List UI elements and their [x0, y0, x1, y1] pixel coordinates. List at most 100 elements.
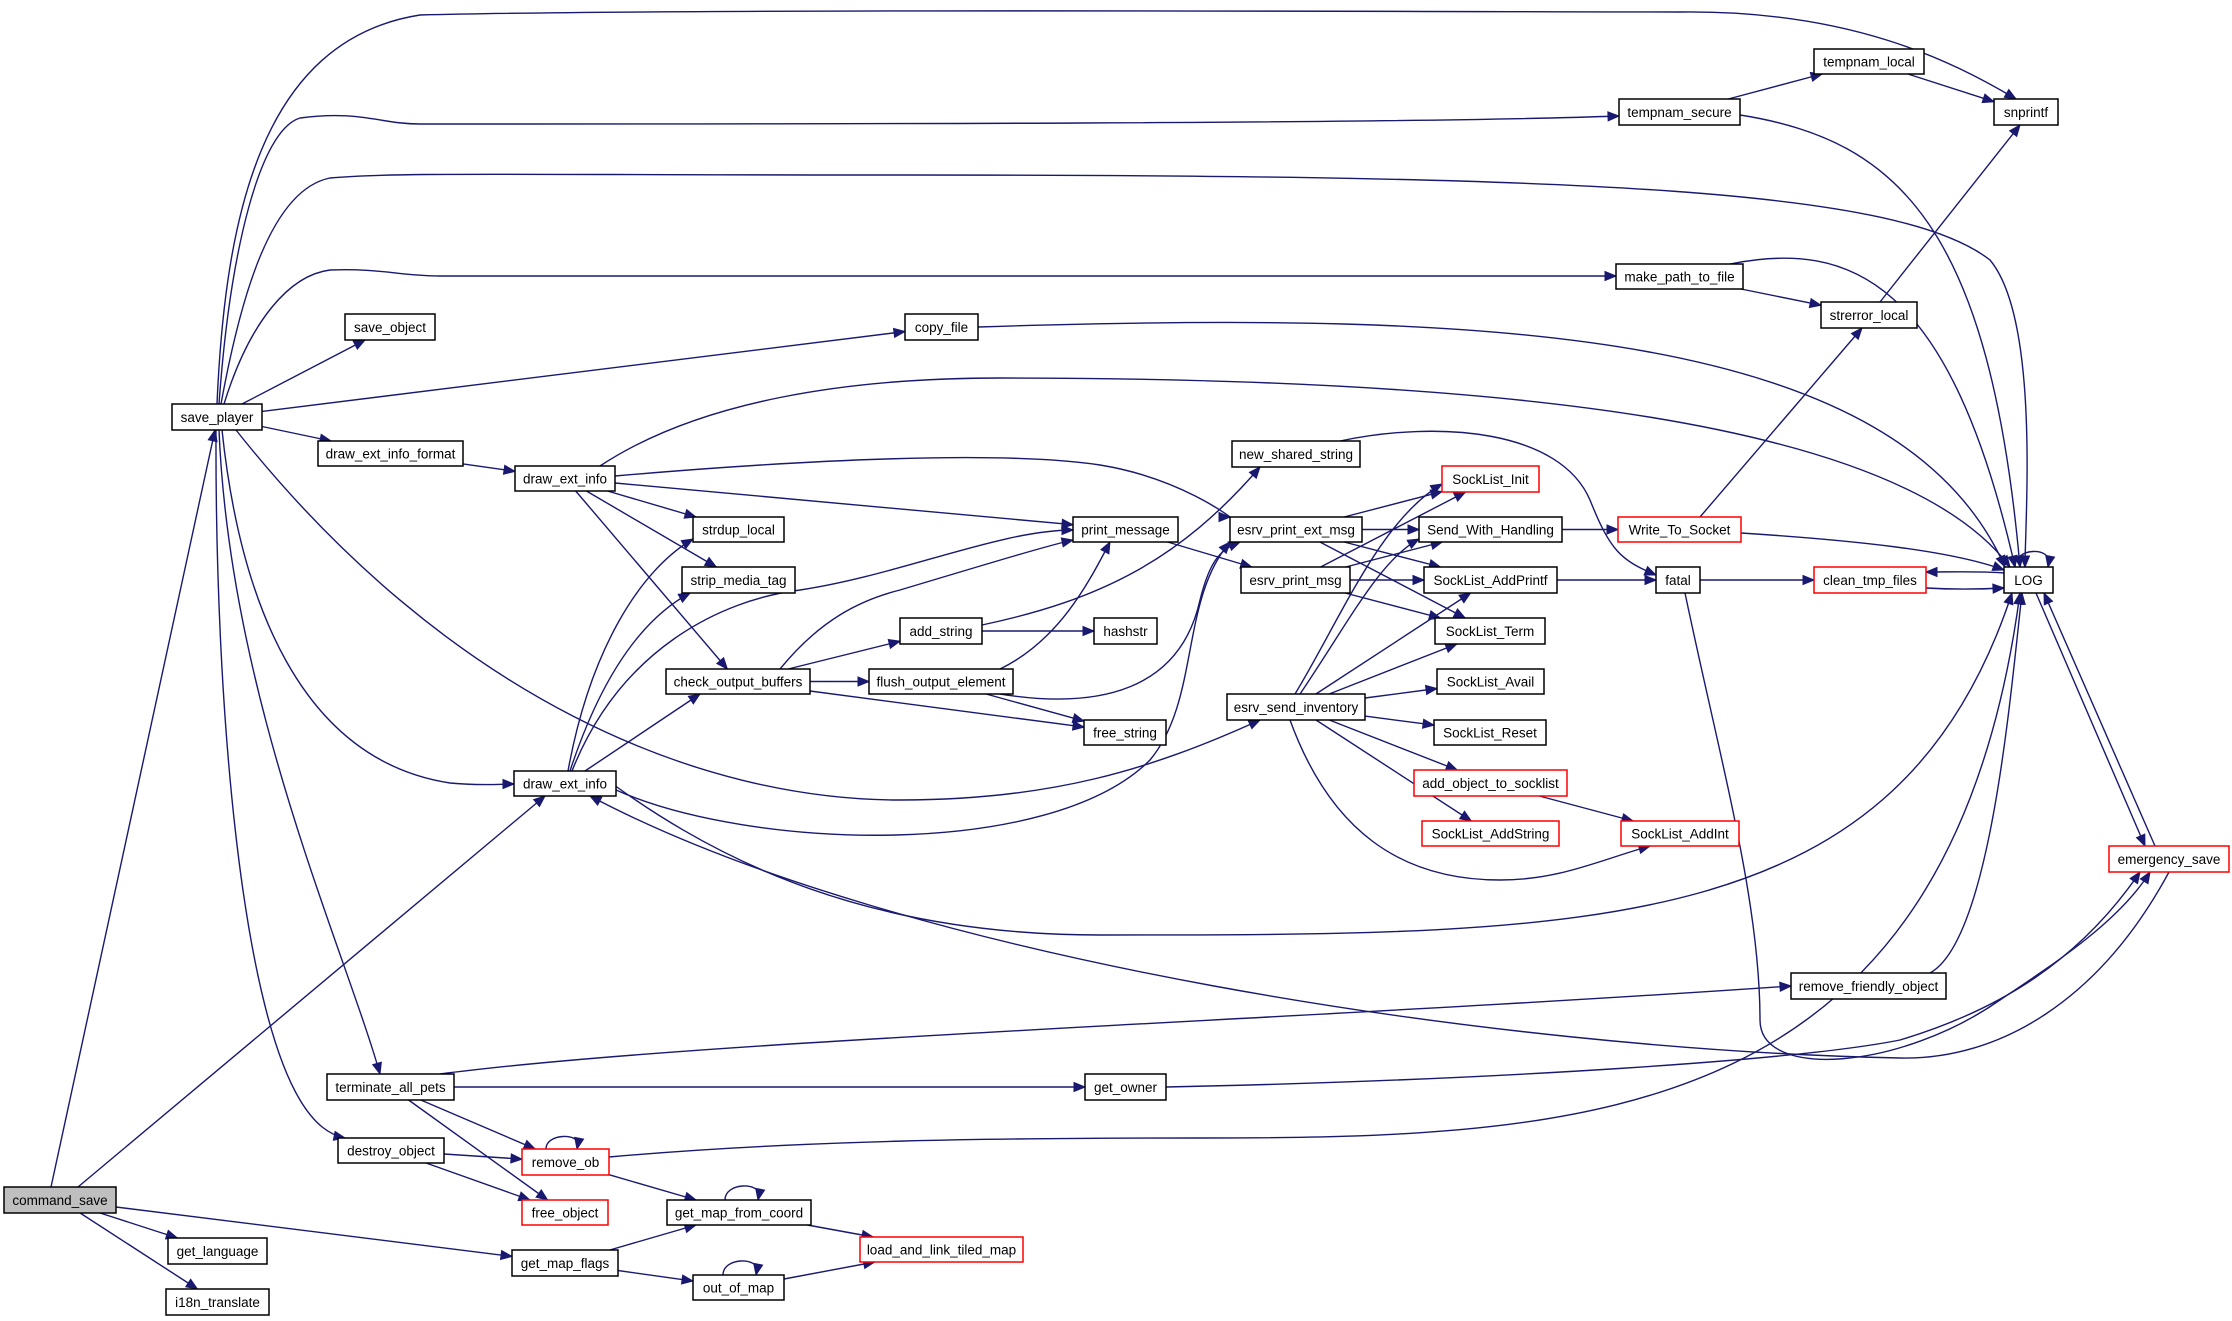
- node-tempnam-local[interactable]: tempnam_local: [1813, 48, 1925, 75]
- node-box[interactable]: [899, 617, 983, 645]
- node-box[interactable]: [692, 1274, 785, 1301]
- node-strip-media-tag[interactable]: strip_media_tag: [681, 566, 796, 594]
- node-add-object-to-socklist[interactable]: add_object_to_socklist: [1413, 769, 1568, 797]
- node-save-player[interactable]: save_player: [171, 403, 263, 431]
- node-box[interactable]: [1820, 301, 1918, 329]
- node-box[interactable]: [1433, 719, 1547, 746]
- node-box[interactable]: [1790, 972, 1947, 1000]
- node-box[interactable]: [1436, 668, 1545, 695]
- node-box[interactable]: [317, 440, 464, 467]
- node-print-message[interactable]: print_message: [1072, 516, 1179, 543]
- node-box[interactable]: [868, 668, 1014, 695]
- node-out-of-map[interactable]: out_of_map: [692, 1274, 785, 1301]
- node-box[interactable]: [521, 1148, 610, 1176]
- node-box[interactable]: [1618, 98, 1741, 126]
- node-box[interactable]: [1813, 48, 1925, 75]
- node-fatal[interactable]: fatal: [1655, 566, 1701, 594]
- node-draw-ext-info-top[interactable]: draw_ext_info: [514, 465, 616, 492]
- node-box[interactable]: [1993, 98, 2059, 126]
- node-strdup-local[interactable]: strdup_local: [692, 516, 785, 543]
- node-box[interactable]: [1434, 617, 1546, 645]
- node-esrv-print-ext-msg[interactable]: esrv_print_ext_msg: [1229, 516, 1363, 543]
- node-copy-file[interactable]: copy_file: [904, 313, 979, 341]
- node-box[interactable]: [521, 1199, 609, 1226]
- node-box[interactable]: [1229, 516, 1363, 543]
- node-draw-ext-info-bottom[interactable]: draw_ext_info: [513, 770, 617, 797]
- node-get-language[interactable]: get_language: [167, 1237, 268, 1265]
- node-box[interactable]: [3, 1186, 117, 1214]
- node-remove-ob[interactable]: remove_ob: [521, 1148, 610, 1176]
- node-box[interactable]: [1617, 516, 1742, 543]
- node-save-object[interactable]: save_object: [344, 313, 436, 341]
- node-socklist-init[interactable]: SockList_Init: [1441, 465, 1540, 493]
- node-box[interactable]: [167, 1237, 268, 1265]
- node-box[interactable]: [1620, 820, 1740, 847]
- node-box[interactable]: [1072, 516, 1179, 543]
- node-snprintf[interactable]: snprintf: [1993, 98, 2059, 126]
- node-socklist-addint[interactable]: SockList_AddInt: [1620, 820, 1740, 847]
- node-free-string[interactable]: free_string: [1083, 719, 1167, 746]
- node-socklist-addprintf[interactable]: SockList_AddPrintf: [1423, 566, 1558, 594]
- node-box[interactable]: [1240, 566, 1351, 594]
- node-box[interactable]: [665, 668, 811, 695]
- node-box[interactable]: [511, 1249, 619, 1277]
- node-socklist-addstring[interactable]: SockList_AddString: [1421, 820, 1560, 847]
- node-box[interactable]: [1441, 465, 1540, 493]
- node-clean-tmp-files[interactable]: clean_tmp_files: [1813, 566, 1927, 594]
- node-check-output-buffers[interactable]: check_output_buffers: [665, 668, 811, 695]
- node-send-with-handling[interactable]: Send_With_Handling: [1418, 516, 1563, 543]
- node-socklist-avail[interactable]: SockList_Avail: [1436, 668, 1545, 695]
- node-box[interactable]: [1413, 769, 1568, 797]
- node-box[interactable]: [1084, 1073, 1167, 1101]
- node-box[interactable]: [344, 313, 436, 341]
- node-flush-output-element[interactable]: flush_output_element: [868, 668, 1014, 695]
- node-box[interactable]: [666, 1199, 812, 1226]
- node-hashstr[interactable]: hashstr: [1093, 617, 1158, 645]
- node-terminate-all-pets[interactable]: terminate_all_pets: [326, 1073, 455, 1101]
- node-box[interactable]: [514, 465, 616, 492]
- node-write-to-socket[interactable]: Write_To_Socket: [1617, 516, 1742, 543]
- node-i18n-translate[interactable]: i18n_translate: [165, 1288, 270, 1316]
- node-box[interactable]: [1655, 566, 1701, 594]
- node-command-save[interactable]: command_save: [3, 1186, 117, 1214]
- node-new-shared-string[interactable]: new_shared_string: [1231, 440, 1361, 468]
- node-box[interactable]: [1813, 566, 1927, 594]
- node-emergency-save[interactable]: emergency_save: [2108, 845, 2230, 873]
- node-box[interactable]: [681, 566, 796, 594]
- node-destroy-object[interactable]: destroy_object: [337, 1137, 445, 1164]
- node-remove-friendly-object[interactable]: remove_friendly_object: [1790, 972, 1947, 1000]
- node-log[interactable]: LOG: [2003, 566, 2054, 594]
- node-box[interactable]: [692, 516, 785, 543]
- node-box[interactable]: [2003, 566, 2054, 594]
- node-esrv-send-inventory[interactable]: esrv_send_inventory: [1226, 693, 1366, 721]
- node-box[interactable]: [1615, 263, 1744, 290]
- node-esrv-print-msg[interactable]: esrv_print_msg: [1240, 566, 1351, 594]
- node-socklist-reset[interactable]: SockList_Reset: [1433, 719, 1547, 746]
- node-box[interactable]: [1093, 617, 1158, 645]
- node-draw-ext-info-format[interactable]: draw_ext_info_format: [317, 440, 464, 467]
- node-get-owner[interactable]: get_owner: [1084, 1073, 1167, 1101]
- node-get-map-from-coord[interactable]: get_map_from_coord: [666, 1199, 812, 1226]
- node-socklist-term[interactable]: SockList_Term: [1434, 617, 1546, 645]
- node-box[interactable]: [337, 1137, 445, 1164]
- node-strerror-local[interactable]: strerror_local: [1820, 301, 1918, 329]
- node-box[interactable]: [1423, 566, 1558, 594]
- node-box[interactable]: [2108, 845, 2230, 873]
- node-box[interactable]: [1418, 516, 1563, 543]
- node-box[interactable]: [859, 1236, 1024, 1263]
- node-get-map-flags[interactable]: get_map_flags: [511, 1249, 619, 1277]
- node-box[interactable]: [326, 1073, 455, 1101]
- node-free-object[interactable]: free_object: [521, 1199, 609, 1226]
- node-box[interactable]: [904, 313, 979, 341]
- node-make-path-to-file[interactable]: make_path_to_file: [1615, 263, 1744, 290]
- node-box[interactable]: [1083, 719, 1167, 746]
- node-tempnam-secure[interactable]: tempnam_secure: [1618, 98, 1741, 126]
- node-box[interactable]: [165, 1288, 270, 1316]
- node-box[interactable]: [1421, 820, 1560, 847]
- node-box[interactable]: [171, 403, 263, 431]
- node-box[interactable]: [1226, 693, 1366, 721]
- node-box[interactable]: [513, 770, 617, 797]
- node-add-string[interactable]: add_string: [899, 617, 983, 645]
- node-box[interactable]: [1231, 440, 1361, 468]
- node-load-and-link-tiled-map[interactable]: load_and_link_tiled_map: [859, 1236, 1024, 1263]
